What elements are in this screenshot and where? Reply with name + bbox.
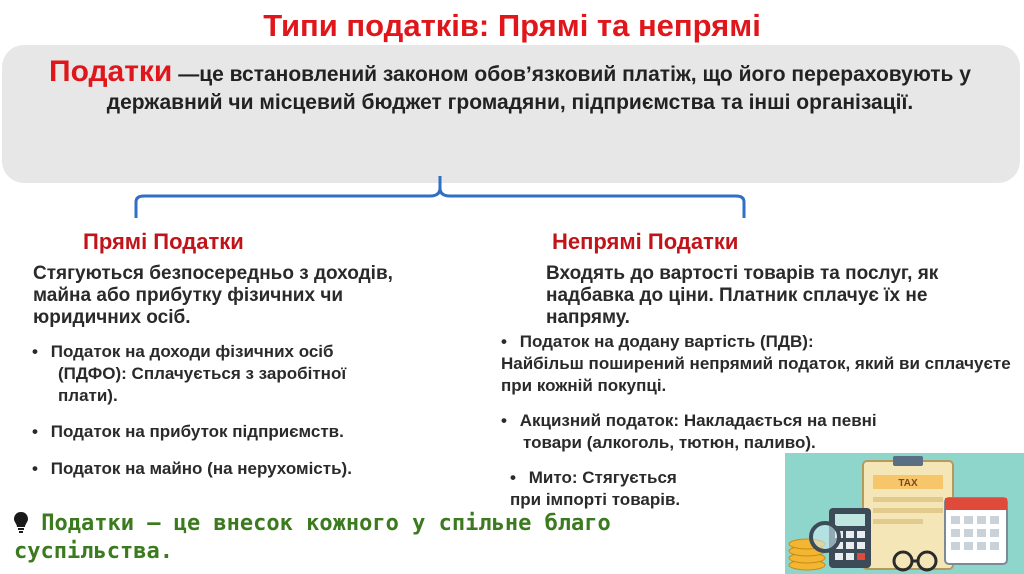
bullet-icon: •: [501, 331, 515, 353]
definition-term: Податки: [49, 55, 172, 88]
list-item-text: (ПДФО): Сплачується з заробітної: [32, 363, 462, 385]
list-item: • Податок на додану вартість (ПДВ): Найб…: [501, 331, 1016, 397]
list-item-text: Податок на доходи фізичних осіб: [51, 342, 334, 361]
list-item: • Податок на майно (на нерухомість).: [32, 458, 472, 480]
slide-title: Типи податків: Прямі та непрямі: [0, 8, 1024, 44]
bullet-icon: •: [501, 410, 515, 432]
definition-body: —це встановлений законом обов’язковий пл…: [107, 63, 971, 114]
list-item-text: товари (алкоголь, тютюн, паливо).: [501, 432, 1001, 454]
bullet-icon: •: [510, 467, 524, 489]
list-item-text: Податок на прибуток підприємств.: [51, 422, 344, 441]
list-item: • Податок на прибуток підприємств.: [32, 421, 462, 443]
list-item: • Акцизний податок: Накладається на певн…: [501, 410, 1001, 454]
list-item-text: Податок на майно (на нерухомість).: [51, 459, 352, 478]
list-item-text: Акцизний податок: Накладається на певні: [520, 411, 877, 430]
indirect-taxes-heading: Непрямі Податки: [552, 229, 738, 255]
bullet-icon: •: [32, 458, 46, 480]
list-item-text: Найбільш поширений непрямий податок, яки…: [501, 353, 1016, 397]
list-item-text: Податок на додану вартість (ПДВ):: [520, 332, 814, 351]
list-item: • Мито: Стягується при імпорті товарів.: [510, 467, 770, 511]
lightbulb-icon: [14, 511, 28, 533]
indirect-taxes-description: Входять до вартості товарів та послуг, я…: [546, 263, 1016, 329]
tax-doc-label: TAX: [898, 478, 918, 489]
direct-taxes-heading: Прямі Податки: [83, 229, 244, 255]
bullet-icon: •: [32, 341, 46, 363]
list-item: • Податок на доходи фізичних осіб (ПДФО)…: [32, 341, 462, 407]
brace-connector: [130, 170, 760, 222]
direct-taxes-description: Стягуються безпосередньо з доходів, майн…: [33, 263, 413, 329]
bullet-icon: •: [32, 421, 46, 443]
list-item-text: Мито: Стягується: [529, 468, 677, 487]
footer-note: Податки — це внесок кожного у спільне бл…: [14, 510, 654, 566]
footer-text: Податки — це внесок кожного у спільне бл…: [14, 511, 611, 564]
list-item-text: при імпорті товарів.: [510, 489, 770, 511]
list-item-text: плати).: [32, 385, 462, 407]
definition-text: Податки —це встановлений законом обов’яз…: [30, 58, 990, 117]
tax-illustration: TAX: [785, 453, 1024, 574]
